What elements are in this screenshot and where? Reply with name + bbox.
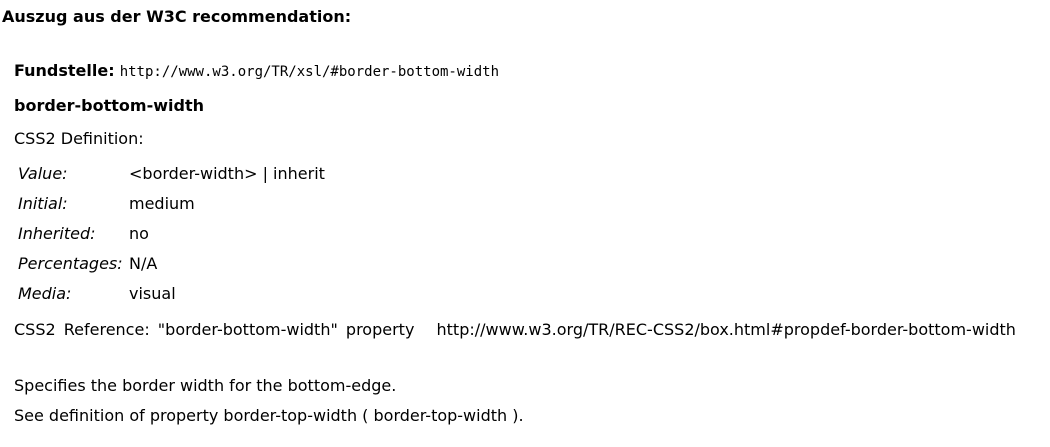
definition-row-inherited: Inherited: no xyxy=(18,223,325,253)
definition-value: N/A xyxy=(129,254,158,273)
property-name: border-bottom-width xyxy=(14,96,204,115)
definition-key: Inherited: xyxy=(18,224,96,243)
page-heading: Auszug aus der W3C recommendation: xyxy=(2,7,352,26)
definition-key: Value: xyxy=(18,164,68,183)
source-line: Fundstelle: http://www.w3.org/TR/xsl/#bo… xyxy=(14,60,499,83)
css2-reference: CSS2 Reference: "border-bottom-width" pr… xyxy=(14,316,1044,344)
definition-key: Percentages: xyxy=(18,254,123,273)
definition-row-value: Value: <border-width> | inherit xyxy=(18,163,325,193)
definition-key: Media: xyxy=(18,284,72,303)
definition-value: <border-width> | inherit xyxy=(129,164,325,183)
definition-key: Initial: xyxy=(18,194,68,213)
definition-row-media: Media: visual xyxy=(18,283,325,313)
source-label: Fundstelle: xyxy=(14,61,115,80)
see-also-text: See definition of property border-top-wi… xyxy=(14,406,524,425)
css2-definition-label: CSS2 Definition: xyxy=(14,129,144,148)
reference-url: http://www.w3.org/TR/REC-CSS2/box.html#p… xyxy=(436,320,1016,339)
property-description: Specifies the border width for the botto… xyxy=(14,376,397,395)
source-url: http://www.w3.org/TR/xsl/#border-bottom-… xyxy=(119,64,499,80)
definition-value: medium xyxy=(129,194,195,213)
definition-value: no xyxy=(129,224,149,243)
definition-row-percentages: Percentages: N/A xyxy=(18,253,325,283)
definition-row-initial: Initial: medium xyxy=(18,193,325,223)
definition-table: Value: <border-width> | inherit Initial: m… xyxy=(18,163,325,313)
reference-text: CSS2 Reference: "border-bottom-width" pr… xyxy=(14,320,415,339)
definition-value: visual xyxy=(129,284,176,303)
